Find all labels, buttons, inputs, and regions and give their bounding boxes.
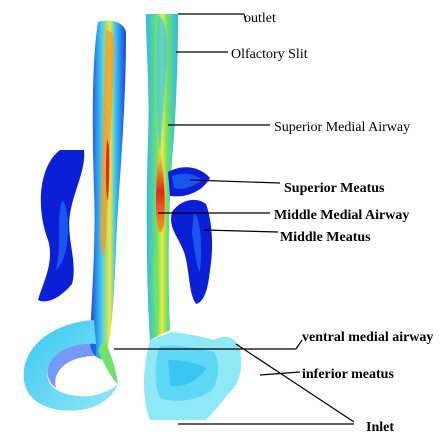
label-inferior-meatus: inferior meatus bbox=[302, 367, 394, 382]
left-nasal-cavity bbox=[24, 20, 126, 410]
labels: outlet Olfactory Slit Superior Medial Ai… bbox=[231, 11, 433, 434]
label-olfactory-slit: Olfactory Slit bbox=[231, 47, 308, 62]
label-middle-medial-airway: Middle Medial Airway bbox=[274, 208, 409, 223]
right-nasal-cavity bbox=[144, 14, 241, 420]
label-superior-meatus: Superior Meatus bbox=[284, 181, 385, 196]
label-superior-medial-airway: Superior Medial Airway bbox=[274, 120, 410, 135]
label-middle-meatus: Middle Meatus bbox=[280, 230, 371, 245]
label-inlet: Inlet bbox=[366, 420, 394, 434]
leader-middle-meatus bbox=[204, 230, 278, 232]
label-ventral-medial-airway: ventral medial airway bbox=[302, 330, 433, 345]
leader-inlet-a bbox=[236, 344, 354, 422]
label-outlet: outlet bbox=[244, 11, 276, 26]
